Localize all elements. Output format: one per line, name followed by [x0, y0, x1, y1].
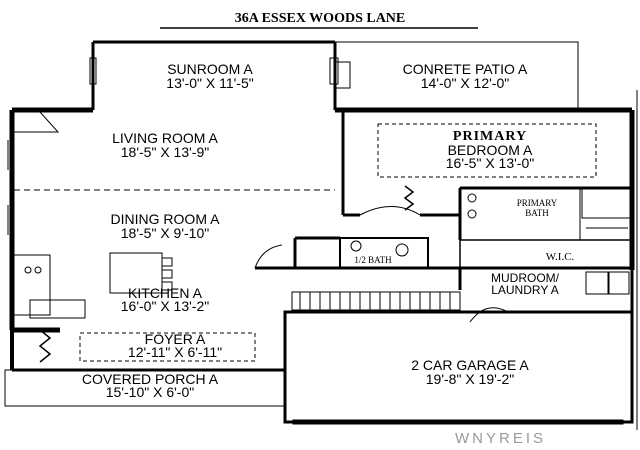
primary-name: PRIMARY	[452, 129, 528, 144]
sunroom-window-right	[329, 57, 339, 85]
foyer-door-zig	[38, 329, 52, 363]
shower	[581, 187, 631, 219]
patio-door	[335, 61, 351, 89]
living-bay	[13, 111, 60, 133]
primary-bath-name: PRIMARY	[516, 198, 558, 208]
cooktop-burner	[24, 266, 32, 274]
primary-dims: 16'-5" X 13'-0"	[445, 155, 535, 171]
porch-dims: 15'-10" X 6'-0"	[105, 384, 195, 400]
laundry-appliance-2	[608, 271, 630, 295]
mudroom-name-2: LAUNDRY A	[491, 283, 559, 297]
living-dims: 18'-5" X 13'-9"	[120, 144, 210, 160]
patio-dims: 14'-0" X 12'-0"	[420, 75, 510, 91]
cooktop-burner-2	[34, 266, 42, 274]
foyer-name: FOYER A	[144, 331, 206, 347]
hall-door-zig	[403, 185, 415, 211]
plan-title: 36A ESSEX WOODS LANE	[234, 11, 406, 26]
hall-walls	[255, 236, 460, 270]
mudroom-name: MUDROOM/	[491, 271, 559, 285]
sunroom-dims: 13'-0" X 11'-5"	[166, 75, 254, 91]
watermark: WNYREIS	[455, 430, 547, 447]
half-bath-name: 1/2 BATH	[354, 255, 392, 265]
dining-dims: 18'-5" X 9'-10"	[120, 225, 210, 241]
primary-name-2: BEDROOM A	[447, 142, 533, 158]
garage-name: 2 CAR GARAGE A	[411, 357, 529, 373]
hall-door-swing	[254, 244, 283, 269]
dining-name: DINING ROOM A	[110, 211, 220, 227]
porch-name: COVERED PORCH A	[81, 371, 219, 387]
half-bath-toilet	[395, 243, 409, 257]
sunroom-window-left	[89, 57, 97, 85]
living-name: LIVING ROOM A	[112, 130, 218, 146]
foyer-dims: 12'-11" X 6'-11"	[127, 344, 223, 360]
kitchen-stools	[161, 257, 173, 291]
primary-bedroom-closet	[377, 123, 597, 178]
kitchen-name: KITCHEN A	[128, 285, 202, 301]
foyer-closet	[79, 332, 256, 362]
garage-dims: 19'-8" X 19'-2"	[425, 371, 515, 387]
bath-sink-1	[467, 193, 477, 203]
laundry-appliance	[585, 271, 609, 295]
stairs	[291, 291, 461, 311]
garage-door	[292, 419, 624, 425]
half-bath-sink	[350, 240, 362, 252]
sunroom-name: SUNROOM A	[167, 61, 253, 77]
kitchen-dims: 16'-0" X 13'-2"	[120, 298, 210, 314]
patio-name: CONRETE PATIO A	[402, 61, 528, 77]
primary-bath-name-2: BATH	[525, 208, 549, 218]
bath-sink-2	[467, 209, 477, 219]
mudroom-door-swing	[469, 307, 509, 323]
wic-name: W.I.C.	[545, 251, 575, 263]
bedroom-door-swing	[359, 206, 421, 216]
